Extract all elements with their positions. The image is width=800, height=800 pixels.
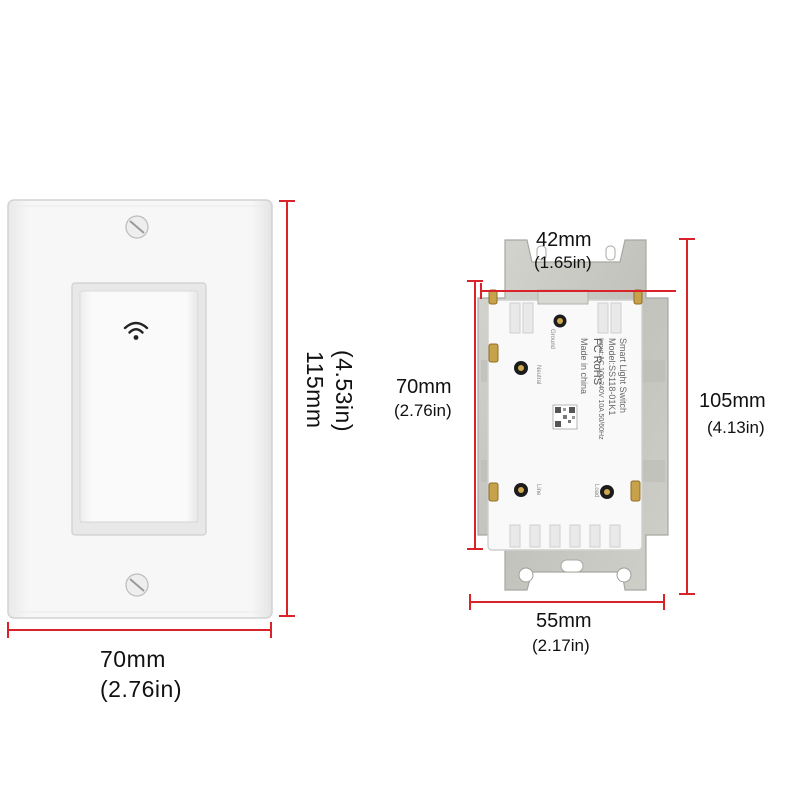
body-height-in-label: (2.76in)	[394, 401, 452, 420]
bottom-width-dimension-line	[469, 594, 665, 610]
bottom-width-in-label: (2.17in)	[532, 636, 590, 655]
cert-marks: FC RoHS	[591, 338, 603, 386]
terminal-neutral	[514, 361, 528, 375]
rocker-button	[71, 282, 207, 536]
front-height-dimension-line	[279, 200, 295, 617]
total-height-in-label: (4.13in)	[707, 418, 765, 437]
front-height-in-label: (4.53in)	[331, 350, 357, 432]
front-height-mm-label: 115mm	[302, 351, 328, 429]
terminal-label-line: Line	[535, 484, 541, 496]
terminal-load	[600, 485, 614, 499]
product-label-line-1: Smart Light Switch	[618, 338, 628, 414]
front-width-dimension-line	[7, 622, 272, 638]
front-width-in-label: (2.76in)	[100, 676, 182, 702]
brass-screws	[488, 289, 643, 502]
top-width-dimension-line	[480, 283, 676, 299]
terminal-ground	[537, 289, 589, 328]
plate-screw-top	[125, 215, 149, 239]
terminal-line	[514, 483, 528, 497]
body-height-dimension-line	[467, 280, 483, 550]
total-height-mm-label: 105mm	[699, 390, 766, 412]
terminal-label-ground: Ground	[549, 329, 555, 350]
total-height-dimension-line	[679, 238, 695, 595]
top-width-in-label: (1.65in)	[534, 253, 592, 272]
qr-code	[552, 404, 578, 430]
product-label-line-2: Model:SS118-01K1	[607, 338, 617, 416]
wifi-icon	[123, 321, 149, 340]
bottom-width-mm-label: 55mm	[536, 610, 592, 632]
plate-screw-bottom	[125, 573, 149, 597]
front-width-mm-label: 70mm	[100, 646, 166, 672]
origin-label: Made in china	[579, 338, 589, 395]
body-height-mm-label: 70mm	[396, 376, 452, 398]
terminal-label-load: Load	[593, 484, 599, 498]
terminal-label-neutral: Neutral	[535, 365, 541, 385]
top-width-mm-label: 42mm	[536, 229, 592, 251]
